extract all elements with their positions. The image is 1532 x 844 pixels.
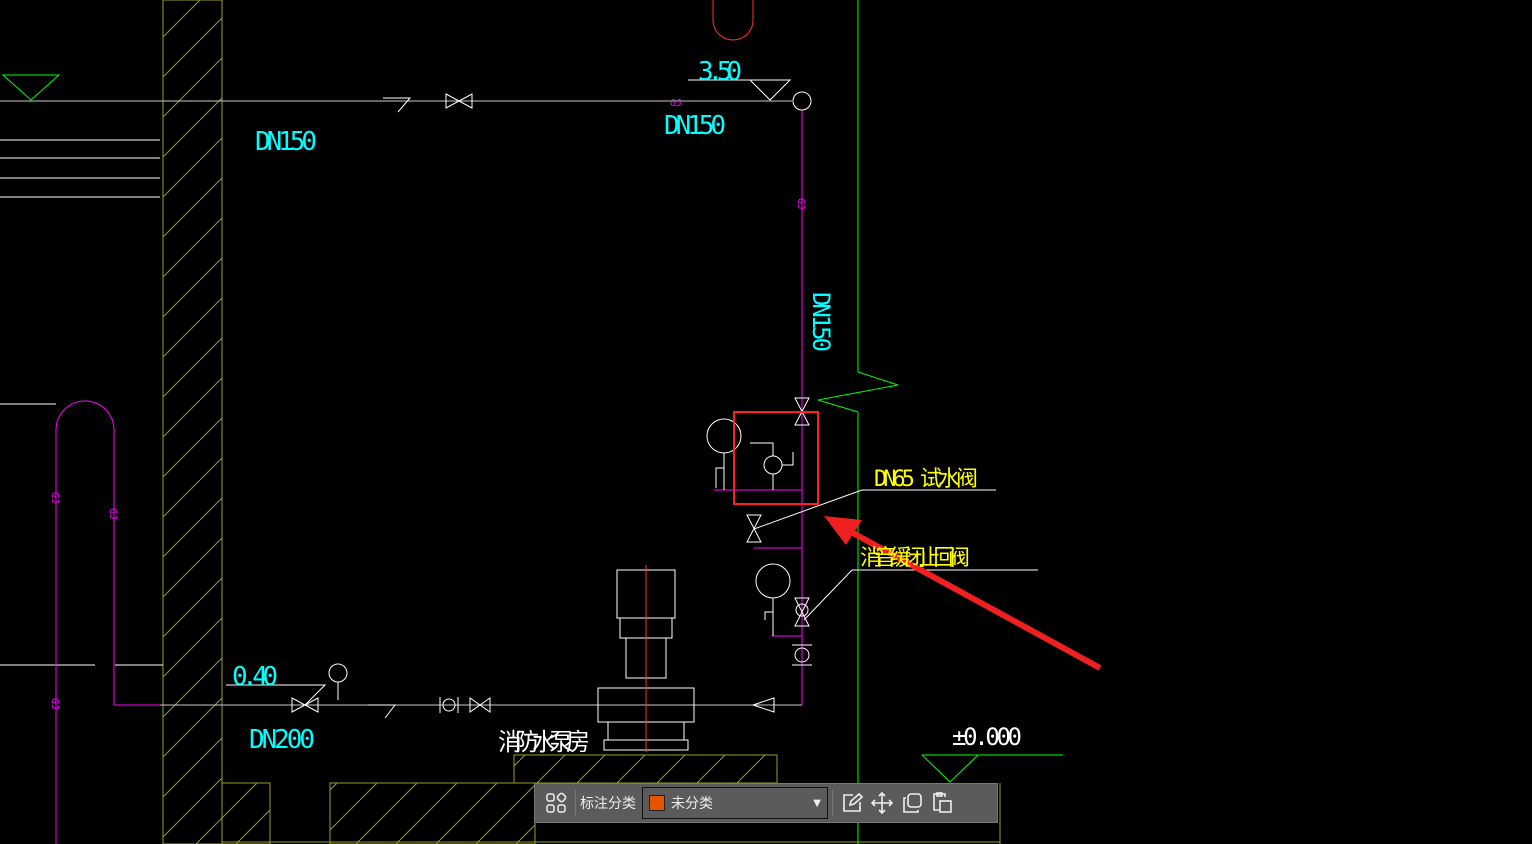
room-label: 消防水泵房 [498, 728, 590, 756]
category-color-swatch [649, 795, 665, 811]
gj-label: GJ [49, 698, 60, 710]
test-valve-label: DN65 试水阀 [874, 467, 978, 492]
pipe-size-top-right: DN150 [664, 111, 726, 141]
elevation-top: 3.50 [698, 57, 742, 87]
gj-label: GJ [107, 508, 118, 520]
category-grid-icon[interactable] [541, 788, 571, 818]
category-label: 标注分类 [580, 796, 636, 812]
highlight-box [733, 411, 819, 505]
gj-label: GJ [49, 492, 60, 504]
gj-label: GJ [670, 98, 682, 109]
annotation-toolbar: 标注分类 未分类 ▼ [534, 783, 998, 823]
paste-icon[interactable] [927, 788, 957, 818]
copy-icon[interactable] [897, 788, 927, 818]
leader-lines [226, 79, 1038, 706]
gj-label: GJ [795, 198, 806, 210]
grid-line [817, 0, 1063, 844]
floor-elevation: ±0.000 [952, 723, 1022, 751]
divider [575, 790, 576, 816]
chevron-down-icon: ▼ [813, 797, 821, 809]
pipe-size-top-left: DN150 [255, 127, 317, 157]
pipe-size-bottom: DN200 [249, 725, 315, 755]
pipe-size-vertical: DN150 [807, 292, 835, 352]
pipes [0, 0, 803, 844]
main-pipes [0, 91, 812, 706]
category-select[interactable]: 未分类 ▼ [642, 787, 828, 819]
divider [832, 790, 833, 816]
edit-icon[interactable] [837, 788, 867, 818]
wall [162, 0, 1001, 844]
annotation-arrow [824, 516, 1102, 671]
valves [291, 93, 812, 719]
elevation-bottom: 0.40 [232, 662, 278, 692]
category-select-value: 未分类 [671, 796, 713, 812]
fire-pump [597, 565, 695, 752]
water-level [0, 74, 163, 666]
check-valve-label: 消音缓闭止回阀 [860, 546, 970, 571]
move-icon[interactable] [867, 788, 897, 818]
